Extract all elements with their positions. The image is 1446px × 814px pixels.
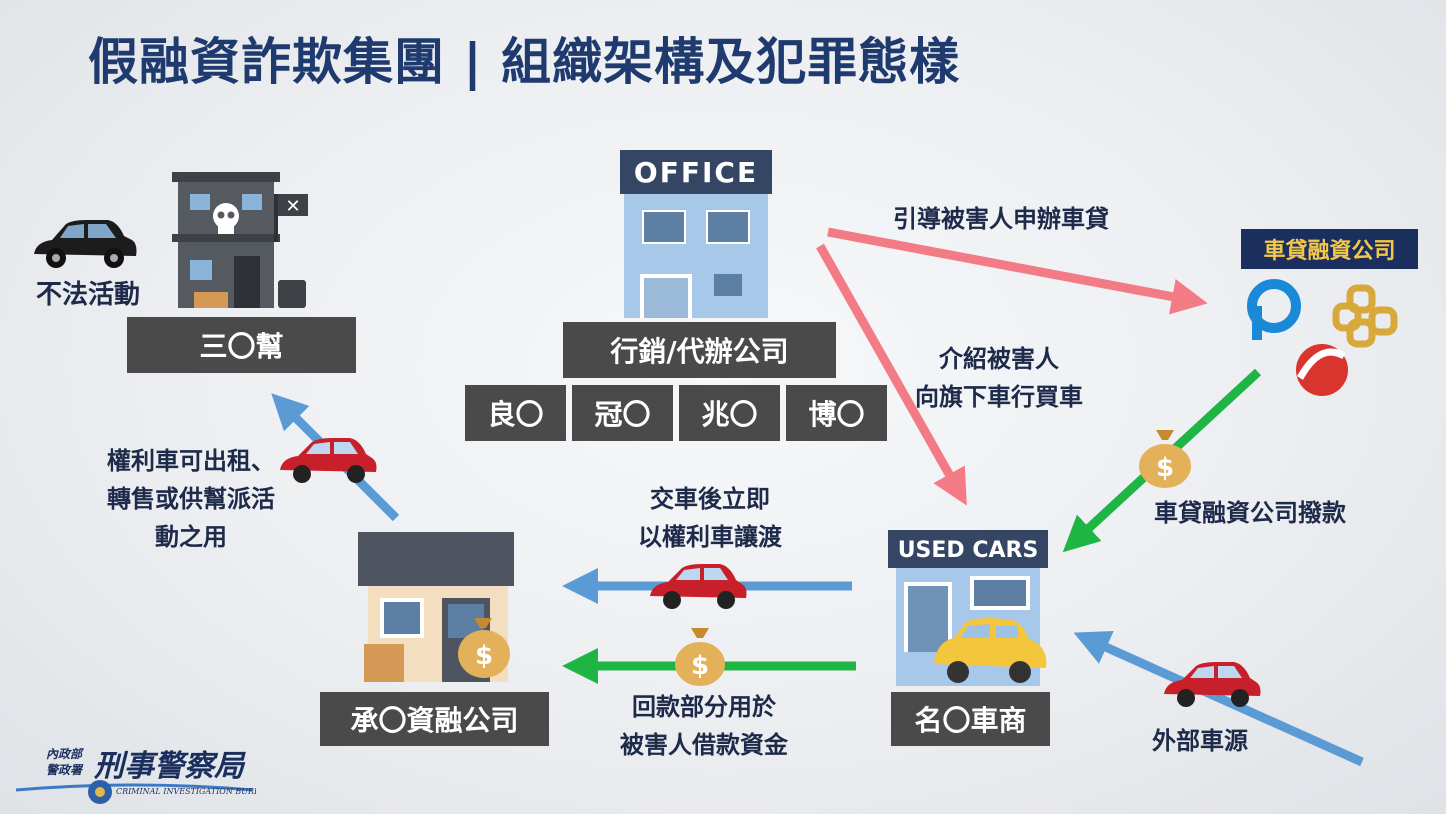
branch-box: 博〇	[786, 385, 887, 441]
introduce-victim-label: 介紹被害人 向旗下車行買車	[915, 345, 1083, 411]
office-building-icon: OFFICE	[620, 150, 772, 318]
dealer-sign-text: USED CARS	[898, 538, 1039, 563]
payout-label: 車貸融資公司撥款	[1154, 499, 1346, 527]
red-lender-logo-icon	[1296, 344, 1348, 396]
svg-text:$: $	[1156, 453, 1174, 483]
arrow-guide	[827, 227, 1208, 315]
gang-hideout-icon: ✕	[172, 172, 308, 308]
finance-house-icon: $	[358, 532, 514, 682]
agency-english-name: CRIMINAL INVESTIGATION BUREAU	[116, 787, 256, 796]
handover-label: 交車後立即 以權利車讓渡	[638, 485, 782, 551]
branch-box: 兆〇	[679, 385, 780, 441]
branch-box: 良〇	[465, 385, 566, 441]
svg-text:$: $	[475, 641, 493, 671]
external-source-label: 外部車源	[1152, 727, 1248, 755]
branch-box: 冠〇	[572, 385, 673, 441]
red-car-icon	[1164, 662, 1261, 707]
rental-label: 權利車可出租、 轉售或供幫派活 動之用	[107, 447, 275, 551]
blue-lender-logo-icon	[1247, 279, 1301, 340]
agency-logo: 內政部 警政署 刑事警察局 CRIMINAL INVESTIGATION BUR…	[16, 747, 256, 804]
money-bag-icon: $	[1139, 430, 1191, 488]
page-title: 假融資詐欺集團 | 組織架構及犯罪態樣	[88, 33, 961, 91]
gold-lender-logo-icon	[1332, 284, 1398, 348]
finance-name-box: 承〇資融公司	[320, 692, 549, 746]
red-car-icon	[280, 438, 377, 483]
loan-company-logos	[1247, 279, 1398, 396]
guide-loan-label: 引導被害人申辦車貸	[893, 205, 1109, 233]
agency-name: 刑事警察局	[93, 749, 246, 784]
dealer-name-box: 名〇車商	[891, 692, 1050, 746]
office-sign-text: OFFICE	[634, 156, 758, 189]
money-bag-icon: $	[675, 628, 725, 686]
red-car-icon	[650, 564, 747, 609]
gang-name-box: 三〇幫	[127, 317, 356, 373]
arrow-external	[1073, 630, 1364, 767]
loan-company-title: 車貸融資公司	[1241, 229, 1418, 269]
agency-line2: 警政署	[46, 763, 84, 777]
used-car-dealer-icon: USED CARS	[888, 530, 1048, 686]
svg-text:✕: ✕	[285, 196, 300, 217]
arrow-introduce	[816, 243, 967, 506]
refund-label: 回款部分用於 被害人借款資金	[620, 693, 788, 759]
office-name-box: 行銷/代辦公司	[563, 322, 836, 378]
illegal-activity-label: 不法活動	[35, 280, 140, 310]
svg-text:$: $	[691, 651, 709, 681]
agency-line1: 內政部	[46, 747, 84, 761]
black-car-icon	[34, 220, 137, 268]
